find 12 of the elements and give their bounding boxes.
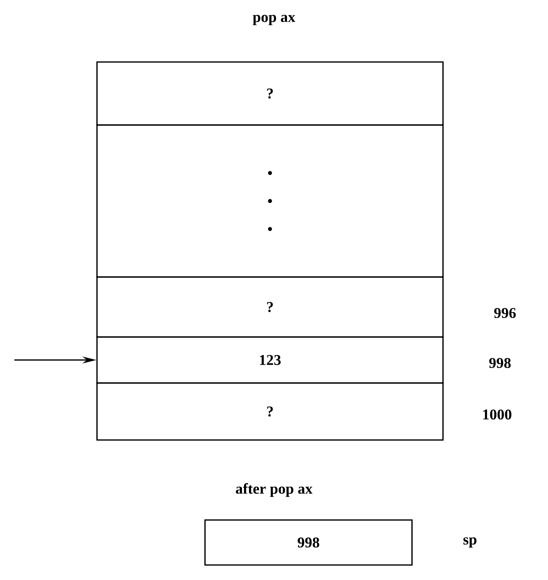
register-label: sp — [463, 537, 476, 548]
address-label: 998 — [489, 358, 511, 368]
stack-cell: ? — [96, 382, 444, 441]
stack-cell: ? — [96, 276, 444, 338]
title: pop ax — [252, 14, 296, 26]
address-label: 1000 — [483, 409, 512, 420]
address-label: 996 — [494, 308, 516, 318]
ellipsis-cell — [96, 124, 444, 278]
value-box: 998 — [204, 519, 413, 566]
heading: after pop ax — [236, 483, 313, 497]
stack-cell: 123 — [96, 336, 444, 384]
stack-cell: ? — [96, 61, 444, 126]
